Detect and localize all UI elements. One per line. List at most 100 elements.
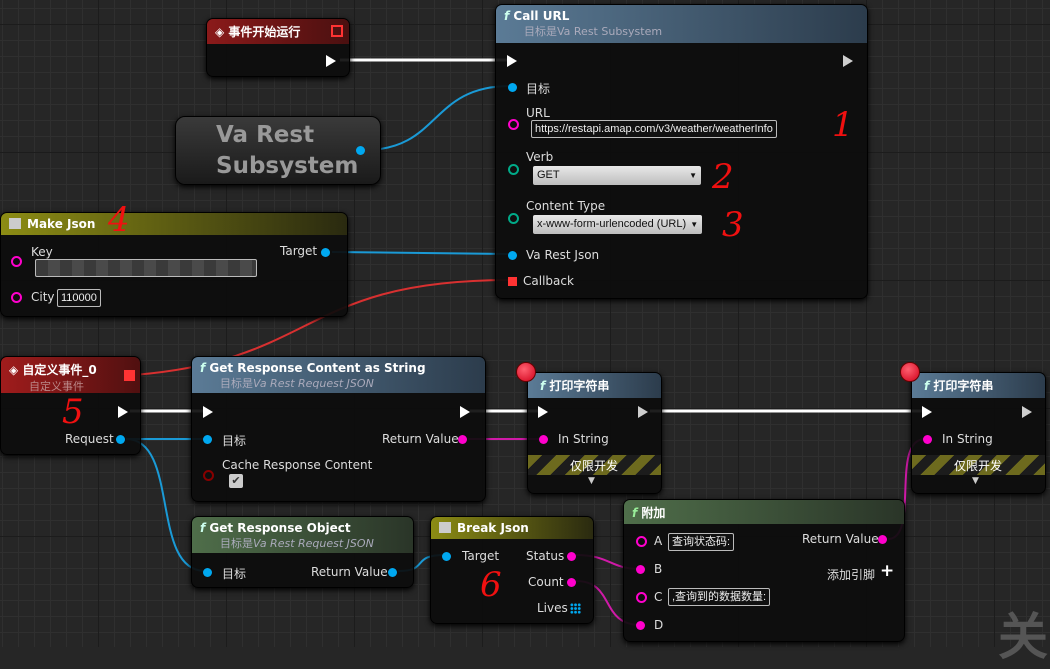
expand-arrow[interactable]: ▼: [588, 476, 595, 486]
pin-label: Return Value: [802, 532, 879, 546]
struct-icon: [9, 218, 21, 229]
print-string-node-1[interactable]: f 打印字符串 In String 仅限开发 ▼: [527, 372, 662, 494]
pin-label: Return Value: [382, 432, 459, 446]
annotation-3: 3: [722, 205, 744, 245]
node-title: 自定义事件_0: [22, 363, 97, 377]
pin-label: URL: [526, 106, 550, 120]
node-title: 打印字符串: [549, 379, 610, 393]
pin-label: 目标: [526, 82, 551, 96]
node-title: Get Response Object: [209, 521, 351, 535]
return-value-pin[interactable]: [878, 535, 887, 544]
exec-out-pin[interactable]: [843, 55, 853, 67]
event-icon: ◈: [215, 25, 229, 39]
in-string-pin[interactable]: [539, 435, 548, 444]
begin-play-node[interactable]: ◈ 事件开始运行: [206, 18, 350, 77]
node-subtitle: 目标是Va Rest Request JSON: [220, 377, 374, 390]
pin-label: In String: [558, 432, 609, 446]
node-title: Va Rest Subsystem: [216, 122, 359, 179]
in-string-pin[interactable]: [923, 435, 932, 444]
pin-label: Va Rest Json: [526, 248, 600, 262]
node-subtitle: 目标是Va Rest Subsystem: [524, 25, 663, 38]
node-title: 附加: [641, 506, 666, 520]
va-rest-subsystem-node[interactable]: Va Rest Subsystem: [175, 116, 381, 185]
cache-pin[interactable]: [203, 470, 214, 481]
content-type-dropdown[interactable]: x-www-form-urlencoded (URL): [533, 215, 703, 234]
breakpoint-icon[interactable]: [516, 362, 536, 382]
target-pin[interactable]: [508, 83, 517, 92]
target-pin[interactable]: [203, 568, 212, 577]
callback-pin[interactable]: [508, 277, 517, 286]
pin-label: Status: [526, 549, 565, 563]
key-pin[interactable]: [11, 256, 22, 267]
return-value-pin[interactable]: [458, 435, 467, 444]
object-wire: [125, 438, 206, 572]
exec-out-pin[interactable]: [460, 406, 470, 418]
d-pin[interactable]: [636, 621, 645, 630]
struct-icon: [439, 522, 451, 533]
verb-pin[interactable]: [508, 164, 519, 175]
city-pin[interactable]: [11, 292, 22, 303]
pin-label: 目标: [222, 434, 247, 448]
event-icon: ◈: [9, 363, 23, 377]
status-pin[interactable]: [567, 552, 576, 561]
function-icon: f: [200, 521, 210, 535]
target-out-pin[interactable]: [321, 248, 330, 257]
url-input[interactable]: https://restapi.amap.com/v3/weather/weat…: [531, 120, 777, 138]
key-input-redacted[interactable]: [35, 259, 257, 277]
count-pin[interactable]: [567, 578, 576, 587]
node-title: Make Json: [27, 217, 96, 231]
cache-checkbox[interactable]: ✔: [229, 474, 243, 488]
lives-array-pin[interactable]: [570, 603, 581, 614]
plus-icon[interactable]: +: [880, 561, 895, 581]
add-pin-label[interactable]: 添加引脚: [827, 568, 876, 582]
url-pin[interactable]: [508, 119, 519, 130]
function-icon: f: [504, 9, 514, 23]
node-title: 事件开始运行: [228, 25, 301, 39]
city-input[interactable]: 110000: [57, 289, 101, 307]
exec-in-pin[interactable]: [922, 406, 932, 418]
function-icon: f: [924, 379, 934, 393]
request-pin[interactable]: [116, 435, 125, 444]
delegate-out-pin[interactable]: [124, 370, 135, 381]
dev-only-banner: 仅限开发: [912, 455, 1045, 475]
c-input[interactable]: ,查询到的数据数量:: [668, 588, 771, 606]
append-node[interactable]: f 附加 A 查询状态码: B C ,查询到的数据数量: D Return Va…: [623, 499, 905, 642]
annotation-2: 2: [712, 157, 734, 197]
json-pin[interactable]: [508, 251, 517, 260]
verb-dropdown[interactable]: GET: [533, 166, 701, 185]
watermark: 关: [998, 608, 1048, 666]
break-json-node[interactable]: Break Json Target Status Count Lives: [430, 516, 594, 624]
breakpoint-icon[interactable]: [900, 362, 920, 382]
a-pin[interactable]: [636, 536, 647, 547]
expand-arrow[interactable]: ▼: [972, 476, 979, 486]
exec-out-pin[interactable]: [118, 406, 128, 418]
return-value-pin[interactable]: [388, 568, 397, 577]
b-pin[interactable]: [636, 565, 645, 574]
pin-label: Request: [65, 432, 114, 446]
exec-out-pin[interactable]: [638, 406, 648, 418]
a-input[interactable]: 查询状态码:: [668, 533, 735, 551]
annotation-1: 1: [832, 105, 854, 145]
print-string-node-2[interactable]: f 打印字符串 In String 仅限开发 ▼: [911, 372, 1046, 494]
node-subtitle: 自定义事件: [29, 380, 84, 393]
exec-in-pin[interactable]: [538, 406, 548, 418]
exec-out-pin[interactable]: [1022, 406, 1032, 418]
exec-out-pin[interactable]: [326, 55, 336, 67]
pin-label: City: [31, 290, 55, 304]
annotation-6: 6: [480, 565, 502, 605]
object-wire: [364, 85, 511, 151]
delegate-pin[interactable]: [331, 25, 343, 37]
content-type-pin[interactable]: [508, 213, 519, 224]
custom-event-node[interactable]: ◈ 自定义事件_0 自定义事件 Request: [0, 356, 141, 455]
make-json-node[interactable]: Make Json Key City 110000 Target: [0, 212, 348, 317]
target-pin[interactable]: [442, 552, 451, 561]
subsystem-out-pin[interactable]: [356, 146, 365, 155]
dev-only-banner: 仅限开发: [528, 455, 661, 475]
exec-in-pin[interactable]: [507, 55, 517, 67]
exec-in-pin[interactable]: [203, 406, 213, 418]
c-pin[interactable]: [636, 592, 647, 603]
target-pin[interactable]: [203, 435, 212, 444]
